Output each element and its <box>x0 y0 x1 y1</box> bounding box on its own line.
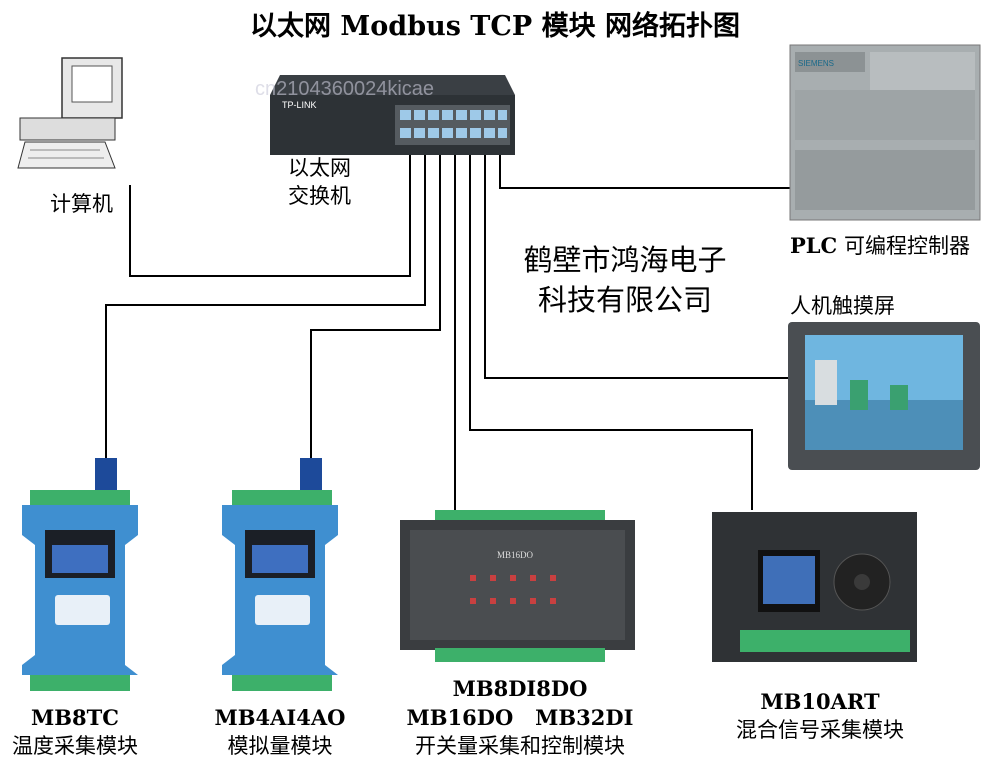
watermark: cn2104360024kicae <box>255 78 434 100</box>
switch-label-line2: 交换机 <box>288 184 351 208</box>
mb8tc-label: 温度采集模块 <box>12 734 138 758</box>
mb16do-panel-text: MB16DO <box>497 550 534 560</box>
company-name-line1: 鹤壁市鸿海电子 <box>523 243 727 277</box>
plc-model: PLC <box>790 233 838 258</box>
cable-mb10art <box>469 140 753 510</box>
hmi-label: 人机触摸屏 <box>790 294 895 318</box>
mb4ai4ao-device-icon <box>222 458 338 691</box>
computer-icon <box>17 57 123 169</box>
mb8tc-model: MB8TC <box>31 705 119 730</box>
cable-mb4ai4ao <box>310 140 441 465</box>
mb4ai4ao-label: 模拟量模块 <box>227 734 333 758</box>
mb8tc-device-icon <box>22 458 138 691</box>
cable-plc <box>499 140 790 189</box>
hmi-touchscreen-icon <box>788 322 980 470</box>
cable-hmi <box>484 140 792 379</box>
plc-icon <box>789 44 981 221</box>
cable-computer <box>129 140 411 277</box>
network-cables <box>105 140 792 520</box>
mb4ai4ao-model: MB4AI4AO <box>214 705 346 730</box>
mb16do-model-line2: MB16DO MB32DI <box>406 705 634 730</box>
computer-label: 计算机 <box>50 192 113 216</box>
cable-mb8tc <box>105 140 426 465</box>
mb10art-label: 混合信号采集模块 <box>736 718 904 742</box>
company-name-line2: 科技有限公司 <box>537 283 712 317</box>
mb10art-device-icon <box>712 512 917 662</box>
mb10art-model: MB10ART <box>760 689 880 714</box>
switch-brand: TP-LINK <box>282 100 317 110</box>
ethernet-switch-icon <box>270 75 515 155</box>
mb16do-label: 开关量采集和控制模块 <box>415 734 625 758</box>
mb16do-device-icon <box>400 510 635 662</box>
diagram-title: 以太网 Modbus TCP 模块 网络拓扑图 <box>250 11 740 42</box>
mb16do-model-line1: MB8DI8DO <box>452 676 588 701</box>
plc-brand: SIEMENS <box>798 59 834 68</box>
plc-label: 可编程控制器 <box>843 234 970 258</box>
switch-label-line1: 以太网 <box>288 156 351 180</box>
